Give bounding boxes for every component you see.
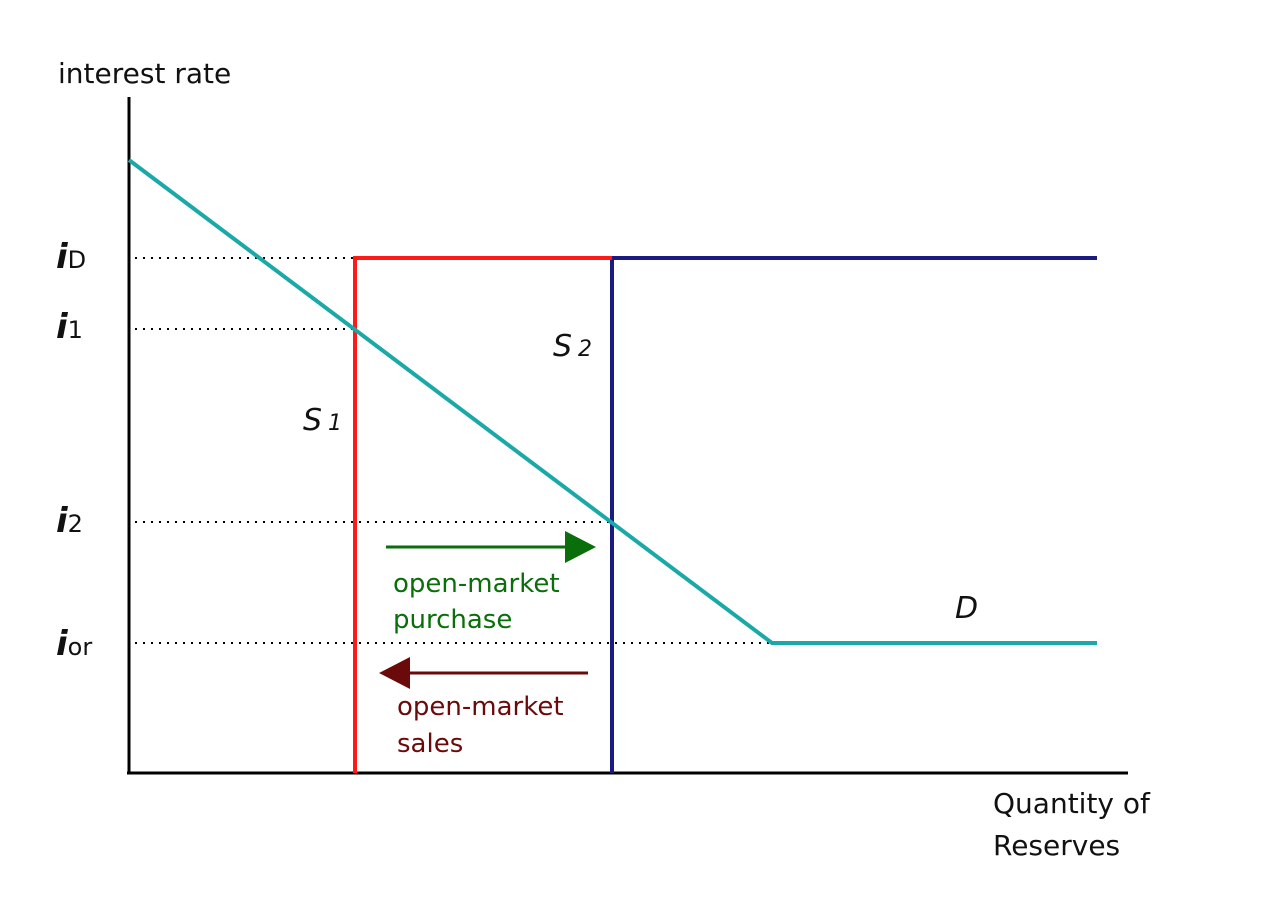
- curve-label-d: D: [955, 591, 978, 626]
- purchase-note-line1: open-market: [393, 569, 560, 599]
- rate-label-i1: i1: [56, 307, 83, 347]
- rate-label-i2: i2: [56, 501, 83, 541]
- y-axis-title: interest rate: [58, 57, 231, 90]
- rate-label-iD: iD: [56, 237, 86, 277]
- sales-note-line1: open-market: [397, 692, 564, 722]
- supply-curve-s2: [610, 256, 1097, 773]
- supply-curve-s1: [353, 256, 612, 773]
- sales-note-line2: sales: [397, 729, 463, 759]
- rate-label-ior: ior: [56, 624, 92, 664]
- purchase-arrowhead: [565, 531, 596, 563]
- purchase-note-line2: purchase: [393, 605, 512, 635]
- demand-curve: [127, 158, 1097, 645]
- x-axis-title-line1: Quantity of: [993, 787, 1151, 820]
- sales-arrowhead: [379, 657, 410, 689]
- x-axis-title-line2: Reserves: [993, 829, 1120, 862]
